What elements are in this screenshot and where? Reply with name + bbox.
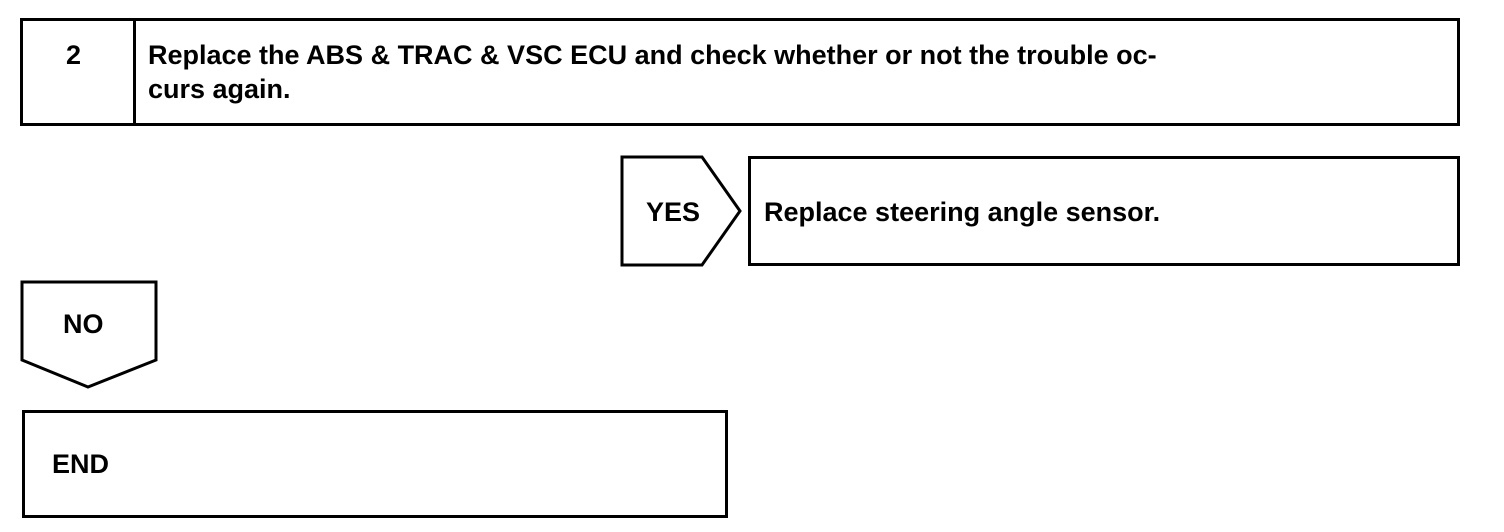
yes-action-box bbox=[748, 156, 1460, 266]
end-label: END bbox=[52, 449, 110, 479]
step-instruction-line-1: Replace the ABS & TRAC & VSC ECU and che… bbox=[148, 40, 1157, 70]
step-instruction-line-2: curs again. bbox=[148, 74, 291, 104]
yes-label: YES bbox=[646, 197, 701, 227]
yes-action-text: Replace steering angle sensor. bbox=[764, 197, 1161, 227]
no-label: NO bbox=[63, 309, 104, 339]
end-box bbox=[22, 410, 728, 518]
step-number-divider bbox=[133, 21, 136, 123]
step-box bbox=[20, 18, 1460, 126]
step-number: 2 bbox=[66, 40, 82, 70]
